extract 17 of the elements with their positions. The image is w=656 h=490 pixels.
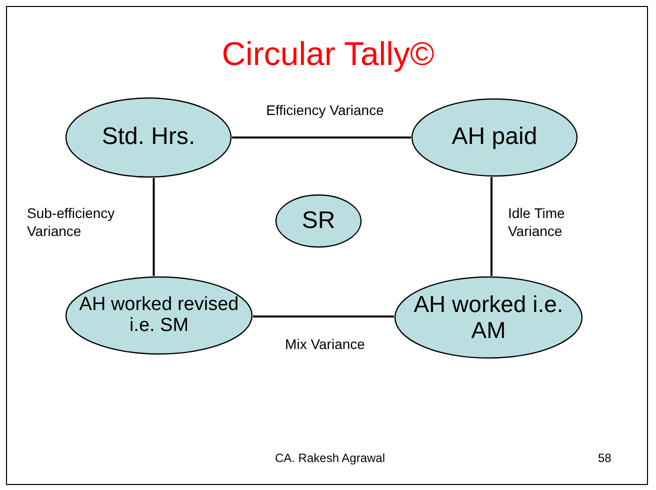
footer-author: CA. Rakesh Agrawal	[274, 451, 386, 465]
node-label: AH worked revised i.e. SM	[78, 294, 240, 336]
node-label: AH paid	[450, 124, 538, 151]
node-label: SR	[300, 208, 336, 234]
connector-line	[232, 136, 411, 138]
connector-line	[253, 316, 394, 318]
connector-line	[490, 177, 492, 276]
page-number: 58	[598, 451, 612, 465]
node-label: AH worked i.e. AM	[412, 292, 564, 343]
ellipse-node	[275, 194, 362, 248]
title: Circular Tally©	[220, 34, 436, 74]
ellipse-node	[394, 276, 583, 359]
connector-line	[152, 178, 155, 276]
node-label: Std. Hrs.	[100, 124, 196, 151]
ellipse-node	[65, 97, 232, 178]
ellipse-node	[65, 276, 253, 355]
ellipse-node	[411, 98, 578, 177]
